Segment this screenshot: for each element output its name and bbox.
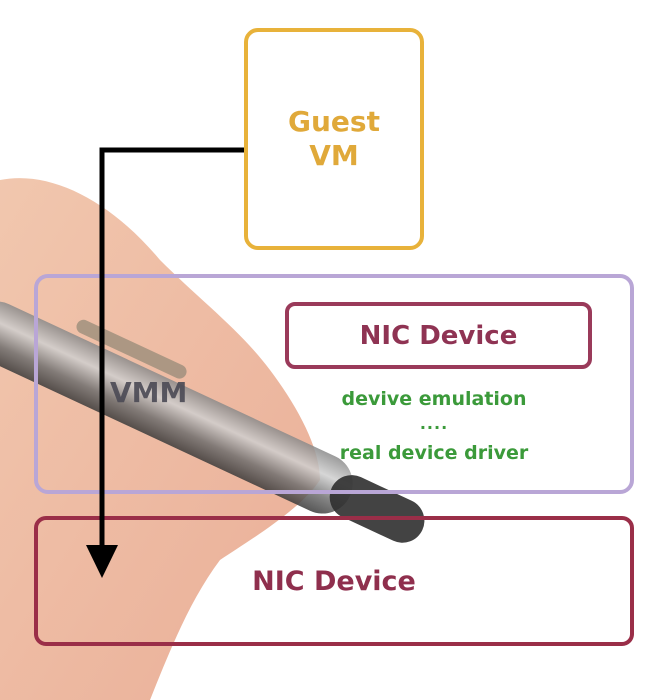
real-device-driver-text: real device driver [339, 442, 529, 464]
vmm-nic-device-box: NIC Device [285, 302, 592, 369]
hardware-nic-device-label: NIC Device [252, 565, 416, 597]
arrow-head-icon [86, 545, 118, 578]
device-emulation-text: devive emulation [341, 388, 527, 410]
separator-dots: .... [419, 414, 449, 433]
hardware-nic-device-box: NIC Device [34, 516, 634, 646]
vmm-label: VMM [110, 376, 188, 409]
vmm-box [34, 274, 634, 494]
guest-vm-label: Guest VM [288, 105, 380, 172]
arrow-line [99, 147, 244, 550]
vmm-nic-device-label: NIC Device [359, 320, 518, 351]
guest-vm-box: Guest VM [244, 28, 424, 250]
